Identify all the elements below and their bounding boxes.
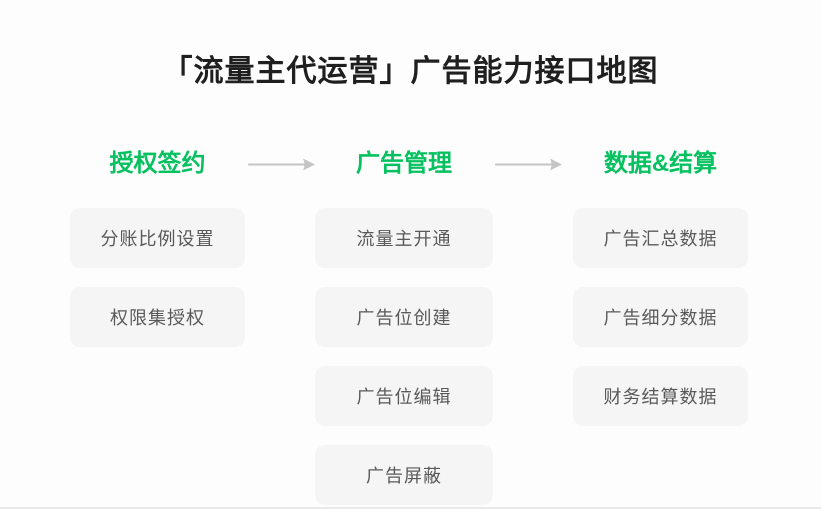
column-authorization-signing: 分账比例设置 权限集授权: [70, 208, 245, 347]
page-title: 「流量主代运营」广告能力接口地图: [162, 55, 659, 88]
stage-header-authorization-signing: 授权签约: [109, 150, 206, 177]
capability-box-permission-set-authorization: 权限集授权: [70, 287, 245, 347]
capability-box-ad-summary-data: 广告汇总数据: [573, 208, 748, 268]
column-ad-management: 流量主开通 广告位创建 广告位编辑 广告屏蔽: [315, 208, 493, 505]
capability-box-ad-unit-editing: 广告位编辑: [315, 366, 493, 426]
capability-box-financial-settlement-data: 财务结算数据: [573, 366, 748, 426]
arrow-right-icon: [248, 158, 315, 171]
stage-header-data-settlement: 数据&结算: [603, 150, 718, 177]
capability-box-split-ratio-setting: 分账比例设置: [70, 208, 245, 268]
capability-box-ad-blocking: 广告屏蔽: [315, 445, 493, 505]
column-data-settlement: 广告汇总数据 广告细分数据 财务结算数据: [573, 208, 748, 426]
arrow-right-icon: [495, 158, 562, 171]
capability-box-ad-unit-creation: 广告位创建: [315, 287, 493, 347]
stage-header-ad-management: 广告管理: [356, 150, 452, 177]
capability-box-traffic-owner-activation: 流量主开通: [315, 208, 493, 268]
capability-box-ad-detailed-data: 广告细分数据: [573, 287, 748, 347]
